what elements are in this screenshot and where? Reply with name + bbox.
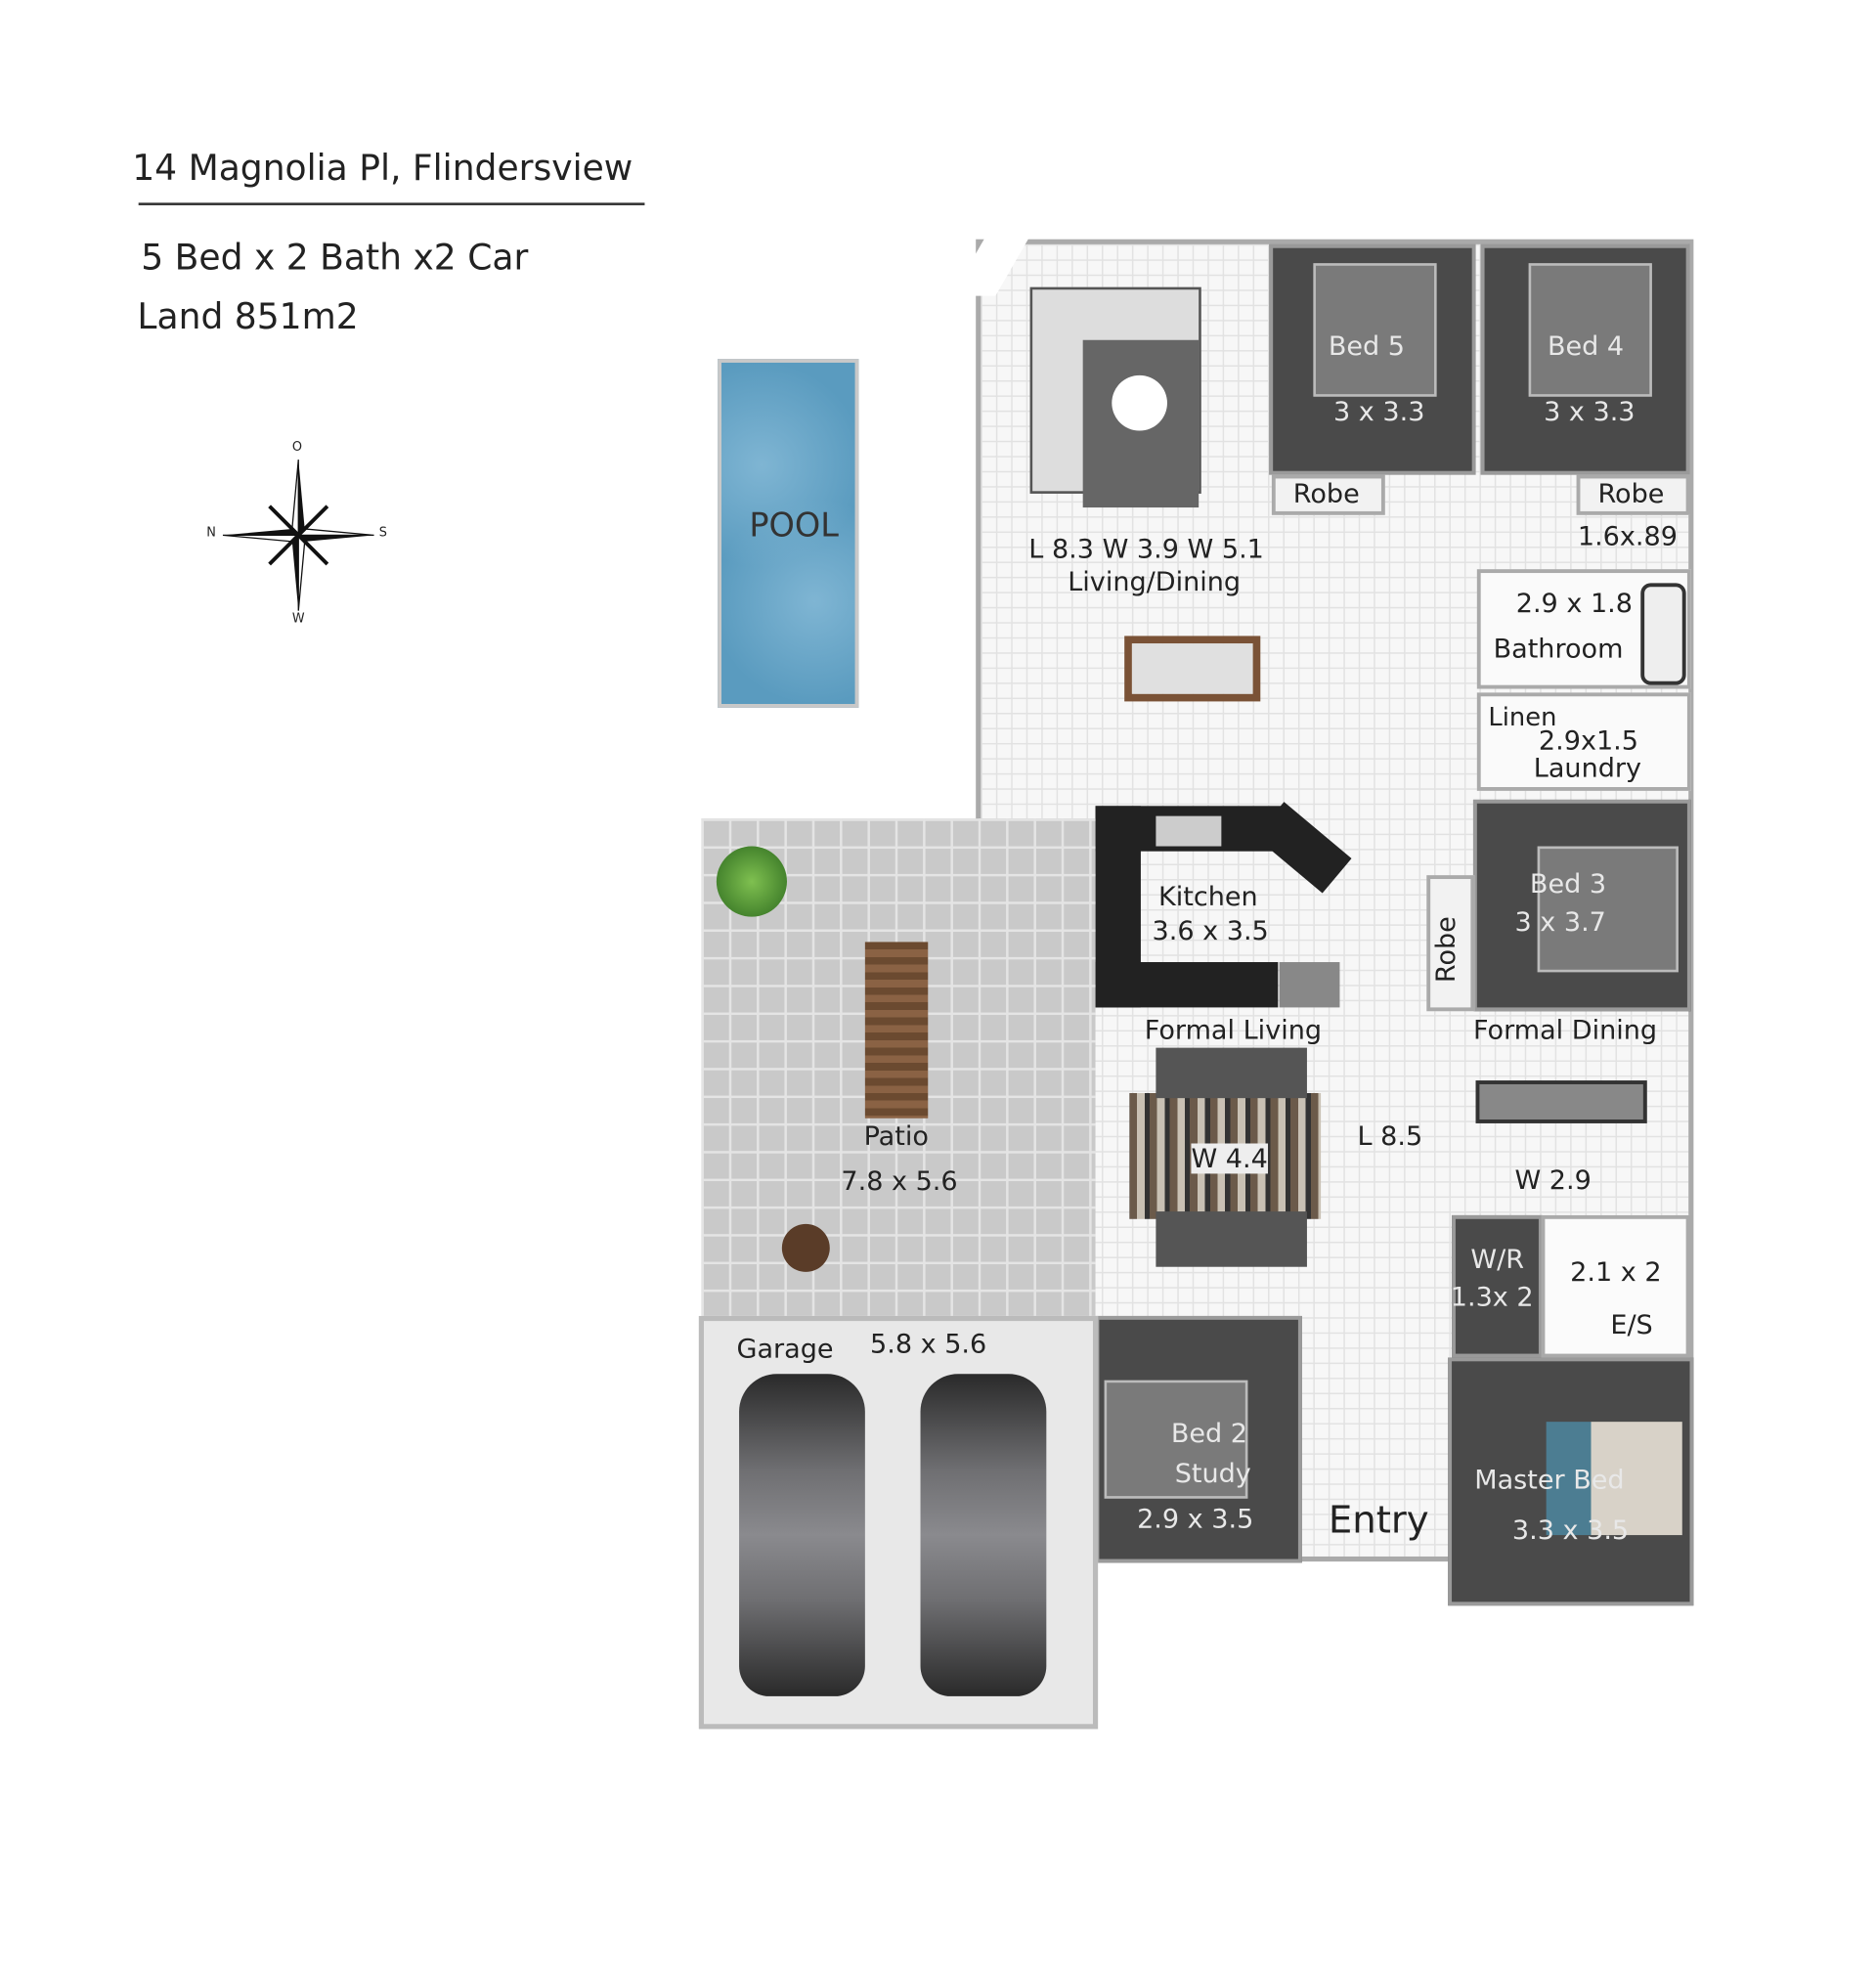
entry-label: Entry xyxy=(1328,1498,1429,1543)
car-icon xyxy=(739,1374,865,1696)
bed xyxy=(1546,1422,1682,1536)
land-text: Land 851m2 xyxy=(137,295,359,338)
room-laundry: Linen 2.9x1.5 Laundry xyxy=(1476,692,1691,791)
patio-size: 7.8 x 5.6 xyxy=(841,1165,958,1197)
title-underline xyxy=(138,202,645,205)
bed2-sub: Study xyxy=(1174,1458,1251,1489)
fridge xyxy=(1279,962,1340,1008)
formal-living-width: W 4.4 xyxy=(1191,1143,1268,1174)
patio-label: Patio xyxy=(863,1120,929,1152)
sink xyxy=(1156,815,1222,847)
dining-table xyxy=(1475,1080,1647,1123)
garage-size: 5.8 x 5.6 xyxy=(870,1328,987,1359)
robe-label: Robe xyxy=(1430,916,1462,984)
compass-top-label: O xyxy=(291,440,302,455)
patio-round-table xyxy=(781,1223,830,1272)
coffee-table xyxy=(1112,374,1167,431)
formal-dining-label: Formal Dining xyxy=(1472,1015,1658,1046)
sofa xyxy=(1156,1047,1307,1099)
dining-table xyxy=(1124,636,1261,702)
patio-table xyxy=(864,942,929,1119)
room-bed3: Bed 3 3 x 3.7 xyxy=(1472,799,1691,1012)
room-bed2-study: Bed 2 Study 2.9 x 3.5 xyxy=(1095,1315,1302,1563)
bed2-size: 2.9 x 3.5 xyxy=(1137,1503,1254,1534)
robe-label: Robe xyxy=(1597,478,1665,509)
room-walk-in-robe: W/R 1.3x 2 xyxy=(1450,1214,1543,1358)
room-robe-bed4: Robe xyxy=(1576,474,1690,515)
master-size: 3.3 x 3.5 xyxy=(1511,1514,1630,1546)
wr-size: 1.3x 2 xyxy=(1450,1282,1534,1313)
bed xyxy=(1313,263,1437,397)
formal-living-length: L 8.5 xyxy=(1357,1120,1423,1152)
sofa xyxy=(1156,1211,1307,1267)
bed2-label: Bed 2 xyxy=(1170,1418,1248,1449)
room-bed4: Bed 4 3 x 3.3 xyxy=(1480,243,1690,475)
room-robe-bed3: Robe xyxy=(1426,875,1475,1012)
bed3-size: 3 x 3.7 xyxy=(1514,906,1606,938)
ensuite-size: 2.1 x 2 xyxy=(1570,1256,1662,1288)
pool: POOL xyxy=(718,359,859,708)
bathtub xyxy=(1640,583,1686,685)
robe-size: 1.6x.89 xyxy=(1577,521,1678,552)
kitchen-size: 3.6 x 3.5 xyxy=(1152,915,1269,946)
bed4-label: Bed 4 xyxy=(1547,330,1625,362)
specs-text: 5 Bed x 2 Bath x2 Car xyxy=(141,237,529,279)
room-master-bed: Master Bed 3.3 x 3.5 xyxy=(1448,1357,1694,1606)
garage-label: Garage xyxy=(736,1333,834,1364)
pool-label: POOL xyxy=(749,507,839,546)
laundry-size: 2.9x1.5 xyxy=(1538,724,1638,756)
patio: Patio 7.8 x 5.6 xyxy=(701,818,1096,1316)
laundry-label: Laundry xyxy=(1533,753,1642,784)
living-dims: L 8.3 W 3.9 W 5.1 xyxy=(1028,534,1264,565)
plant xyxy=(716,846,787,917)
garage: Garage 5.8 x 5.6 xyxy=(698,1315,1099,1730)
kitchen-counter xyxy=(1095,962,1279,1008)
room-robe-bed5: Robe xyxy=(1271,474,1385,515)
room-bathroom: 2.9 x 1.8 Bathroom xyxy=(1476,569,1691,689)
formal-dining-width: W 2.9 xyxy=(1514,1164,1592,1196)
compass-right-label: S xyxy=(378,526,387,541)
wr-label: W/R xyxy=(1470,1244,1525,1275)
bed4-size: 3 x 3.3 xyxy=(1544,396,1636,427)
address-title: 14 Magnolia Pl, Flindersview xyxy=(132,147,633,190)
bed xyxy=(1537,846,1679,973)
kitchen-label: Kitchen xyxy=(1157,881,1258,912)
bed xyxy=(1104,1380,1248,1499)
formal-living-label: Formal Living xyxy=(1144,1015,1323,1046)
bathroom-label: Bathroom xyxy=(1493,633,1624,664)
room-ensuite: 2.1 x 2 E/S xyxy=(1541,1214,1690,1358)
living-label: Living/Dining xyxy=(1068,566,1242,597)
room-bed5: Bed 5 3 x 3.3 xyxy=(1269,243,1476,475)
bed5-size: 3 x 3.3 xyxy=(1332,396,1425,427)
compass-bottom-label: W xyxy=(291,611,305,627)
car-icon xyxy=(920,1374,1047,1696)
bed3-label: Bed 3 xyxy=(1529,868,1607,900)
linen-label: Linen xyxy=(1488,701,1557,732)
bed5-label: Bed 5 xyxy=(1328,330,1406,362)
ensuite-label: E/S xyxy=(1610,1309,1653,1340)
bathroom-size: 2.9 x 1.8 xyxy=(1515,588,1633,619)
compass-rose-icon: O N S W xyxy=(204,441,393,630)
robe-label: Robe xyxy=(1292,478,1360,509)
master-label: Master Bed xyxy=(1474,1464,1625,1495)
bed xyxy=(1528,263,1652,397)
compass-left-label: N xyxy=(206,526,216,541)
